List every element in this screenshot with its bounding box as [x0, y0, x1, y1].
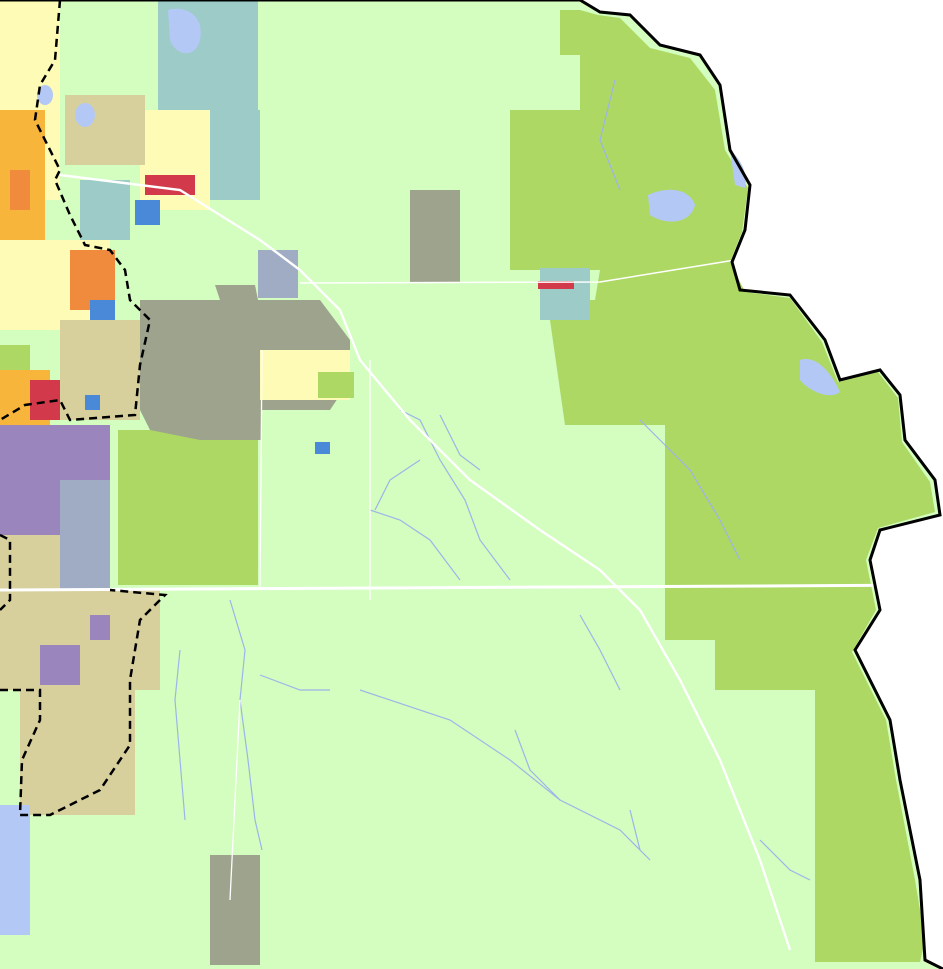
roads: [0, 173, 943, 951]
public-facility[interactable]: [135, 190, 460, 965]
water-bodies: [37, 8, 840, 396]
conservation-land[interactable]: [0, 10, 935, 962]
urban-service-boundary: [0, 0, 168, 817]
streams: [174, 79, 811, 881]
